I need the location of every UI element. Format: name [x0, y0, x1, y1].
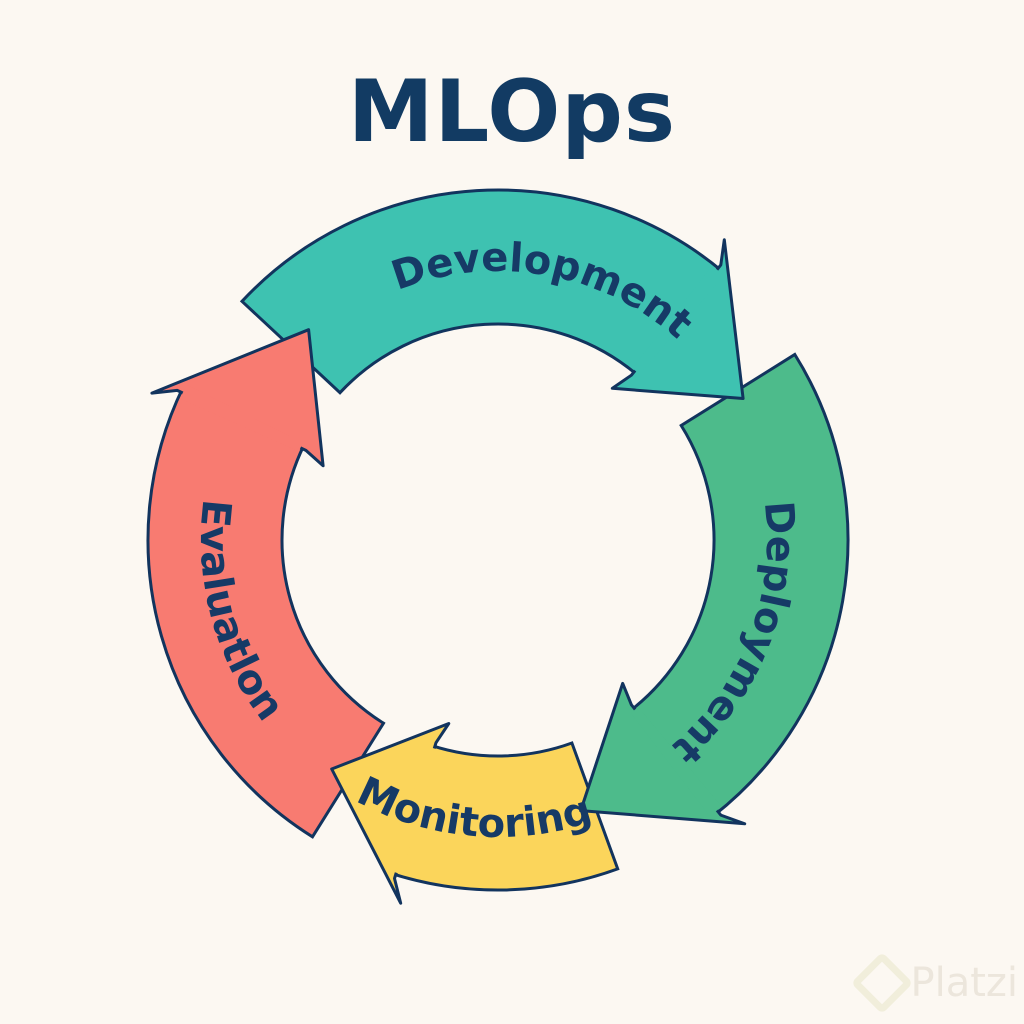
development-seam [632, 265, 724, 375]
platzi-watermark: Platzi [851, 951, 1018, 1015]
evaluatlon-arrow-body [146, 384, 386, 839]
deployment-seam [630, 707, 722, 817]
monitoring-seam [387, 746, 438, 875]
development-arrow-body [239, 188, 726, 395]
watermark-text: Platzi [910, 960, 1018, 1006]
deployment-arrow-body [628, 352, 850, 818]
platzi-logo-icon [851, 951, 914, 1015]
diagram-title: MLOps [347, 62, 677, 162]
evaluatlon-seam [180, 384, 303, 452]
